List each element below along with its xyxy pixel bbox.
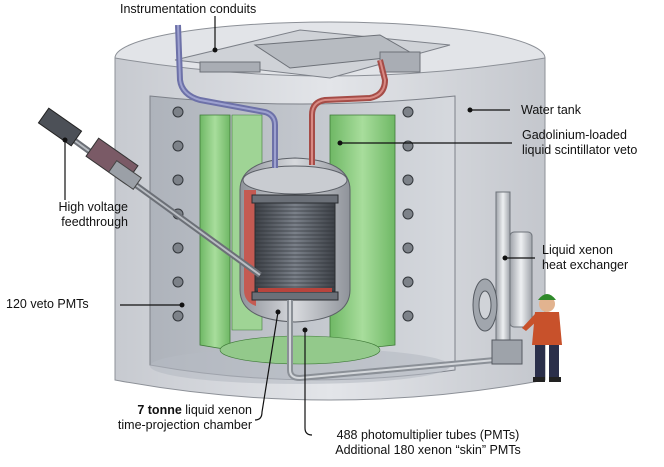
tpc-core: [251, 194, 339, 301]
label-hv-line1: High voltage: [58, 200, 129, 214]
label-tpc-line2: time-projection chamber: [117, 418, 252, 432]
veto-pmt: [172, 242, 184, 254]
label-tpc-rest: liquid xenon: [181, 403, 252, 417]
veto-pmt: [172, 140, 184, 152]
veto-pmt: [172, 106, 184, 118]
veto-pmt: [172, 276, 184, 288]
label-hx-line1: Liquid xenon: [542, 243, 613, 257]
xenon-pipe: [287, 300, 496, 382]
label-tpc: 7 tonne liquid xenon time-projection cha…: [72, 403, 252, 433]
label-hx-line2: heat exchanger: [542, 258, 629, 272]
callout-lines: [64, 16, 535, 436]
instrumentation-conduits: [175, 24, 389, 168]
heat-exchanger: [472, 191, 533, 365]
label-hv-feedthrough: High voltage feedthrough: [10, 200, 129, 230]
veto-pmts: [172, 106, 414, 322]
veto-pmt: [172, 174, 184, 186]
label-gd-veto-line2: liquid scintillator veto: [522, 143, 638, 157]
veto-pmt: [402, 106, 414, 118]
top-lid-frame: [174, 29, 451, 79]
label-water-tank: Water tank: [521, 103, 581, 117]
label-gd-veto: Gadolinium-loaded liquid scintillator ve…: [522, 128, 637, 158]
veto-pmt: [402, 174, 414, 186]
veto-pmt: [402, 242, 414, 254]
label-heat-exchanger: Liquid xenon heat exchanger: [542, 243, 628, 273]
veto-pmt: [402, 208, 414, 220]
hv-feedthrough: [37, 107, 262, 278]
label-pmt-line1: 488 photomultiplier tubes (PMTs): [336, 428, 520, 442]
veto-pmt: [172, 310, 184, 322]
label-tpc-bold: 7 tonne: [137, 403, 182, 417]
label-instrumentation: Instrumentation conduits: [120, 2, 257, 16]
veto-pmt: [402, 276, 414, 288]
label-veto-pmts: 120 veto PMTs: [6, 297, 89, 311]
person-figure: [522, 294, 562, 382]
label-pmt-line2: Additional 180 xenon “skin” PMTs: [335, 443, 521, 457]
veto-pmt: [402, 310, 414, 322]
label-gd-veto-line1: Gadolinium-loaded: [522, 128, 627, 142]
label-hv-line2: feedthrough: [61, 215, 128, 229]
label-pmts: 488 photomultiplier tubes (PMTs) Additio…: [318, 428, 538, 458]
callout-dots: [62, 47, 508, 333]
